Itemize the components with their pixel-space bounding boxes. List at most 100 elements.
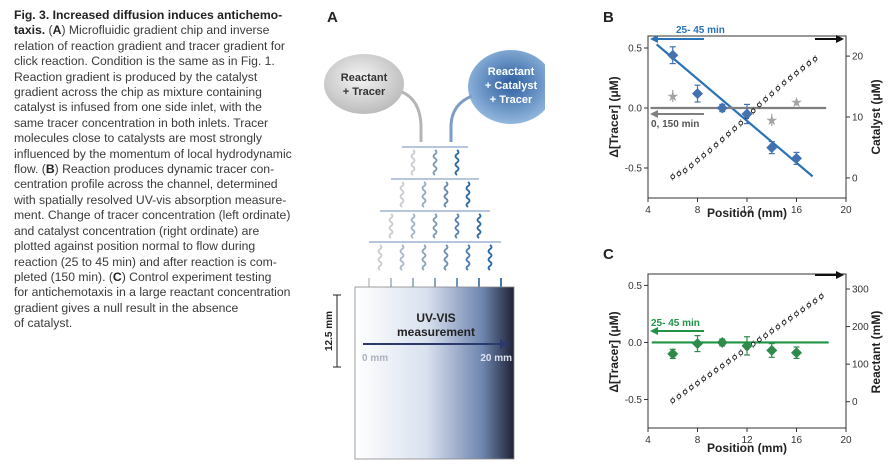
panel-letter-c: C — [603, 246, 614, 263]
diamond-point — [667, 348, 679, 360]
serpentine-channel — [432, 149, 438, 176]
concentration-point — [707, 148, 713, 153]
caption-line: and catalyst concentration (right ordina… — [14, 223, 260, 238]
concentration-point — [812, 56, 818, 62]
y-left-tick-label: -0.5 — [625, 164, 643, 175]
concentration-point — [757, 337, 762, 343]
serpentine-channel — [476, 213, 482, 239]
diamond-point — [791, 347, 802, 359]
diamond-point — [716, 336, 728, 348]
y-right-tick-label: 300 — [852, 285, 869, 296]
annotation-arrowhead-b-gray — [650, 110, 658, 118]
concentration-point — [719, 137, 725, 142]
pos-end-label: 20 mm — [480, 353, 512, 364]
y-left-tick-label: 0.5 — [628, 281, 642, 292]
caption-line: molecules close to catalysts are most st… — [14, 131, 262, 146]
serpentine-channel — [432, 213, 438, 239]
diamond-point — [741, 340, 753, 352]
concentration-point — [787, 75, 793, 81]
caption-line: of catalyst. — [14, 316, 73, 331]
annotation-arrowhead-b-blue — [650, 35, 658, 43]
concentration-point — [800, 307, 806, 313]
inlet-right-label-1: Reactant — [488, 66, 535, 78]
caption-line: catalyst is infused from one side inlet,… — [14, 100, 262, 115]
concentration-point — [701, 153, 707, 158]
annotation-arrowhead-b-black — [836, 35, 844, 43]
inlet-right-label-2: + Catalyst — [485, 80, 538, 92]
concentration-point — [695, 380, 700, 386]
measurement-label-1: UV-VIS — [416, 311, 455, 325]
concentration-point — [688, 163, 694, 169]
inlet-left-blob — [324, 54, 404, 114]
serpentine-channel — [487, 244, 493, 271]
y-right-tick-label: 100 — [852, 360, 869, 371]
annotation-0-150-min-b: 0, 150 min — [651, 119, 699, 130]
concentration-point — [713, 367, 719, 373]
x-tick-label: 12 — [741, 435, 753, 446]
y-axis-left-label-c: Δ[Tracer] (μM) — [607, 311, 621, 392]
inlet-right-label-3: + Tracer — [490, 94, 533, 106]
serpentine-channel — [421, 181, 427, 208]
caption-line: influenced by the momentum of local hydr… — [14, 146, 292, 161]
caption-line: plotted against position normal to flow … — [14, 239, 256, 254]
caption-line: ment. Change of tracer concentration (le… — [14, 208, 291, 223]
concentration-point — [695, 157, 700, 163]
concentration-point — [726, 131, 731, 137]
serpentine-channel — [454, 149, 460, 176]
caption-line: relation of reaction gradient and tracer… — [14, 38, 285, 53]
concentration-point — [738, 350, 744, 356]
diamond-point — [667, 49, 679, 61]
serpentine-channel — [377, 244, 383, 271]
concentration-point — [732, 355, 737, 360]
width-dimension-label: 12.5 mm — [324, 311, 335, 351]
x-axis-label-b: Position (mm) — [707, 206, 787, 220]
serpentine-channel — [388, 213, 394, 239]
concentration-point — [781, 80, 787, 86]
x-tick-label: 16 — [791, 435, 803, 446]
panel-letter-b: B — [603, 9, 614, 26]
concentration-point — [812, 298, 818, 304]
serpentine-channel — [410, 149, 416, 176]
diamond-point — [692, 88, 703, 100]
concentration-point — [794, 70, 799, 76]
gradient-network — [368, 146, 502, 287]
y-left-tick-label: -0.5 — [625, 395, 643, 406]
inlet-right-tube — [449, 94, 473, 142]
star-point: ★ — [790, 94, 803, 110]
y-left-tick-label: 0.5 — [628, 44, 642, 55]
pos-start-label: 0 mm — [362, 353, 388, 364]
concentration-point — [806, 61, 812, 66]
diamond-point — [766, 344, 778, 356]
y-left-tick-label: 0.0 — [628, 104, 642, 115]
serpentine-channel — [443, 244, 449, 271]
concentration-point — [757, 102, 762, 108]
caption-line: Reaction gradient is produced by the cat… — [14, 69, 258, 84]
measurement-label-2: measurement — [397, 325, 475, 339]
concentration-point — [682, 389, 688, 395]
concentration-point — [738, 120, 744, 126]
caption-line: same tracer concentration in both inlets… — [14, 115, 269, 130]
inlet-left-label-2: + Tracer — [343, 86, 386, 98]
x-tick-label: 4 — [645, 435, 651, 446]
diamond-point — [692, 338, 703, 350]
serpentine-channel — [454, 213, 460, 239]
diamond-point — [741, 108, 753, 120]
concentration-point — [688, 385, 694, 390]
concentration-point — [769, 328, 775, 334]
star-point: ★ — [666, 88, 679, 104]
y-right-tick-label: 0 — [852, 397, 858, 408]
concentration-point — [719, 363, 725, 369]
concentration-point — [750, 108, 756, 114]
measurement-area — [354, 286, 515, 460]
concentration-point — [701, 376, 707, 382]
concentration-point — [726, 359, 731, 364]
concentration-point — [763, 96, 768, 102]
concentration-point — [707, 372, 713, 378]
concentration-point — [763, 333, 768, 338]
caption-line: for antichemotaxis in a large reactant c… — [14, 285, 291, 300]
serpentine-channel — [421, 244, 427, 271]
diamond-point — [766, 142, 778, 154]
concentration-point — [775, 86, 781, 91]
